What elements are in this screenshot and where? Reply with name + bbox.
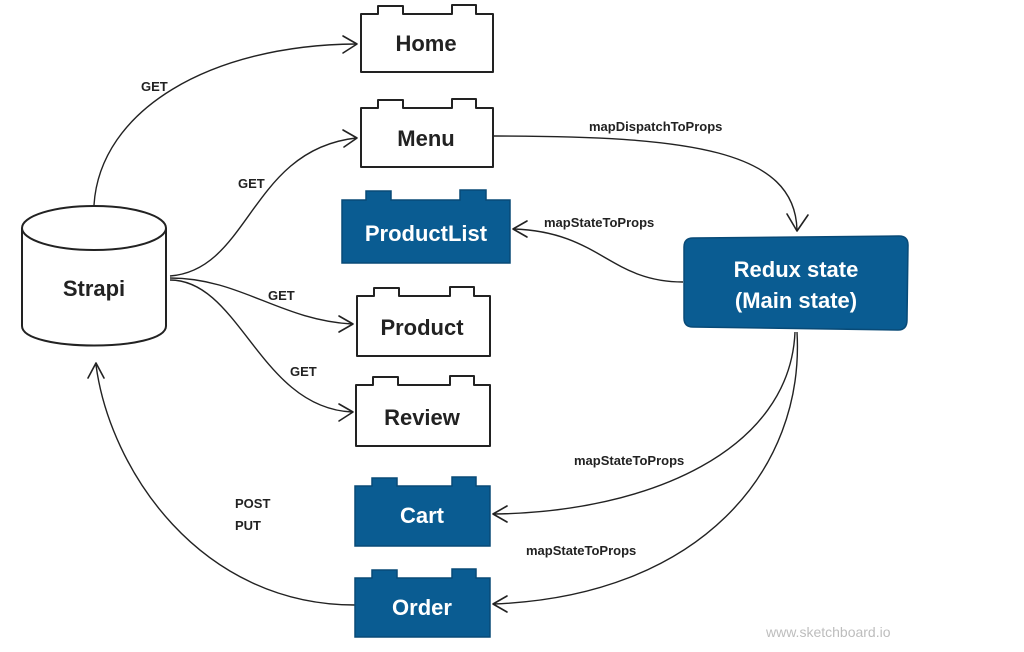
arrowhead-home xyxy=(342,35,358,54)
label-post: POST xyxy=(235,496,270,511)
arrowhead-productlist xyxy=(512,220,528,238)
label-map-state-cart: mapStateToProps xyxy=(574,453,684,468)
label-map-dispatch: mapDispatchToProps xyxy=(589,119,722,134)
menu-label: Menu xyxy=(397,126,454,151)
cart-label: Cart xyxy=(400,503,445,528)
product-label: Product xyxy=(380,315,464,340)
edge-strapi-product xyxy=(169,277,353,325)
edge-redux-productlist xyxy=(513,228,684,283)
edge-strapi-review xyxy=(169,279,353,413)
review-label: Review xyxy=(384,405,461,430)
edge-menu-redux xyxy=(493,135,798,231)
edges xyxy=(87,35,809,613)
label-map-state-order: mapStateToProps xyxy=(526,543,636,558)
arrowhead-review xyxy=(338,403,354,422)
edge-strapi-home xyxy=(93,43,357,206)
label-map-state-productlist: mapStateToProps xyxy=(544,215,654,230)
node-review: Review xyxy=(355,375,491,447)
node-redux-state: Redux state (Main state) xyxy=(683,235,909,331)
product-list-label: ProductList xyxy=(365,221,488,246)
node-menu: Menu xyxy=(360,98,494,168)
menu-box xyxy=(360,98,494,168)
edge-redux-order xyxy=(493,331,799,605)
arrowhead-product xyxy=(338,315,354,333)
node-order: Order xyxy=(354,568,491,638)
edge-labels: GET GET GET GET mapDispatchToProps mapSt… xyxy=(141,79,722,558)
strapi-database: Strapi xyxy=(21,205,167,347)
home-label: Home xyxy=(395,31,456,56)
node-product: Product xyxy=(356,286,491,357)
arrowhead-order xyxy=(492,595,508,613)
label-get-menu: GET xyxy=(238,176,265,191)
label-put: PUT xyxy=(235,518,261,533)
arrowhead-redux xyxy=(786,213,809,232)
arrowhead-strapi xyxy=(87,362,105,379)
edge-strapi-menu xyxy=(169,137,357,277)
review-box xyxy=(355,375,491,447)
arrowhead-cart xyxy=(492,505,508,523)
node-cart: Cart xyxy=(354,476,491,547)
arrowhead-menu xyxy=(342,129,358,148)
node-home: Home xyxy=(360,4,494,73)
strapi-cylinder-body xyxy=(21,228,167,347)
redux-state-title: Redux state xyxy=(734,257,859,282)
label-get-review: GET xyxy=(290,364,317,379)
redux-state-box xyxy=(683,235,909,331)
label-get-product: GET xyxy=(268,288,295,303)
strapi-label: Strapi xyxy=(63,276,125,301)
strapi-cylinder-top xyxy=(21,205,167,251)
sketchboard-watermark: www.sketchboard.io xyxy=(765,624,891,640)
edge-order-strapi xyxy=(95,364,356,606)
cart-box xyxy=(354,476,491,547)
label-get-home: GET xyxy=(141,79,168,94)
edge-redux-cart xyxy=(493,331,796,515)
order-box xyxy=(354,568,491,638)
node-product-list: ProductList xyxy=(341,189,511,264)
redux-state-subtitle: (Main state) xyxy=(735,288,857,313)
product-list-box xyxy=(341,189,511,264)
order-label: Order xyxy=(392,595,452,620)
product-box xyxy=(356,286,491,357)
home-box xyxy=(360,4,494,73)
